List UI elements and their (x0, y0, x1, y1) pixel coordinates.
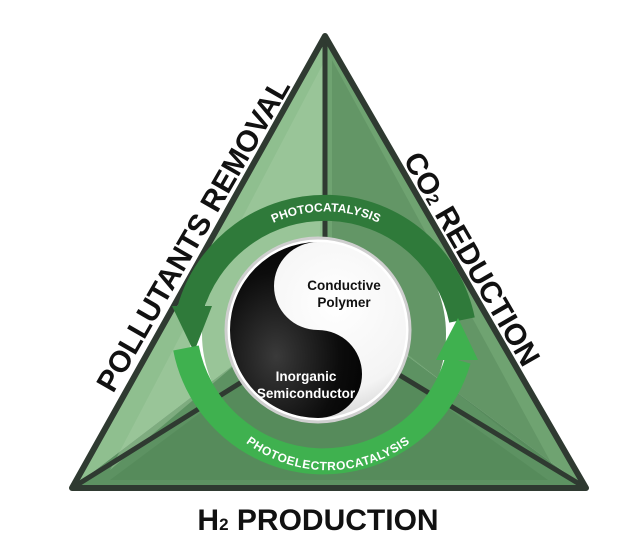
bottom-label-subscript: 2 (219, 515, 228, 534)
inorganic-semiconductor-line2: Semiconductor (257, 386, 356, 401)
core-black-half (230, 242, 362, 418)
conductive-polymer-line2: Polymer (317, 295, 371, 310)
photoelectrocatalysis-arrow-band (173, 345, 471, 475)
bottom-label-suffix: PRODUCTION (229, 504, 439, 537)
inorganic-semiconductor-line1: Inorganic (276, 369, 337, 384)
bottom-label: H2 PRODUCTION (197, 504, 438, 537)
conductive-polymer-line1: Conductive (307, 278, 381, 293)
yin-yang-core: Conductive Polymer Inorganic Semiconduct… (224, 236, 412, 424)
photocatalysis-arrow-band (177, 194, 475, 323)
photocatalysis-arrow: PHOTOCATALYSIS (172, 194, 475, 352)
photoelectrocatalysis-arrowhead (436, 318, 478, 360)
bottom-label-prefix: H (197, 504, 219, 537)
photocatalysis-arrowhead (172, 306, 212, 352)
